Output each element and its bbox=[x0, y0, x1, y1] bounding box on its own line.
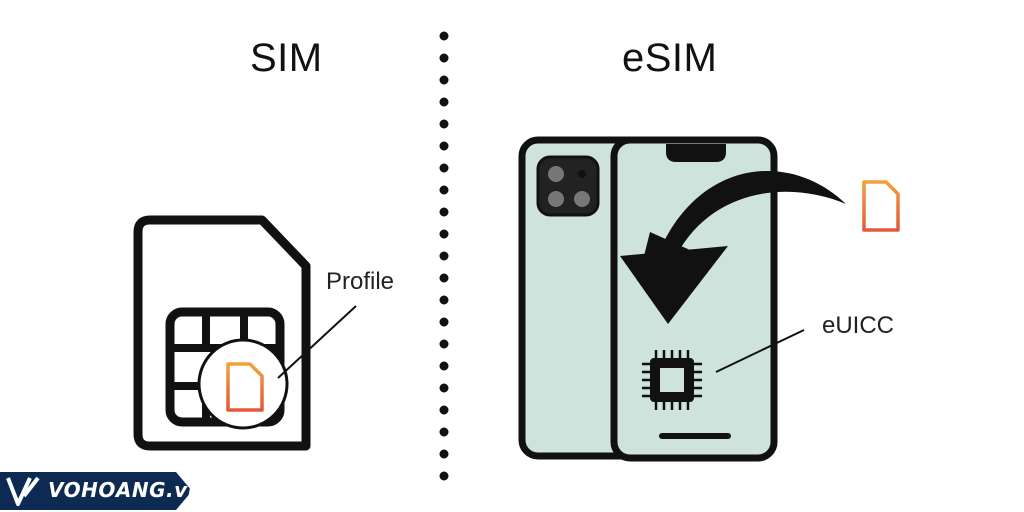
download-arrow-icon bbox=[620, 170, 846, 324]
sim-card-icon bbox=[133, 215, 311, 451]
euicc-label: eUICC bbox=[822, 312, 895, 339]
dotted-divider bbox=[439, 31, 449, 481]
profile-document-icon bbox=[226, 362, 264, 412]
brand-logo-text: VOHOANG.vn bbox=[48, 478, 203, 502]
sim-title: SIM bbox=[250, 36, 323, 80]
profile-label: Profile bbox=[326, 268, 395, 295]
euicc-leader-line bbox=[715, 329, 805, 373]
profile-leader-line bbox=[277, 305, 357, 379]
euicc-chip-icon bbox=[642, 350, 702, 410]
esim-title: eSIM bbox=[622, 36, 718, 80]
brand-logo bbox=[0, 472, 192, 510]
remote-profile-document-icon bbox=[862, 180, 900, 232]
